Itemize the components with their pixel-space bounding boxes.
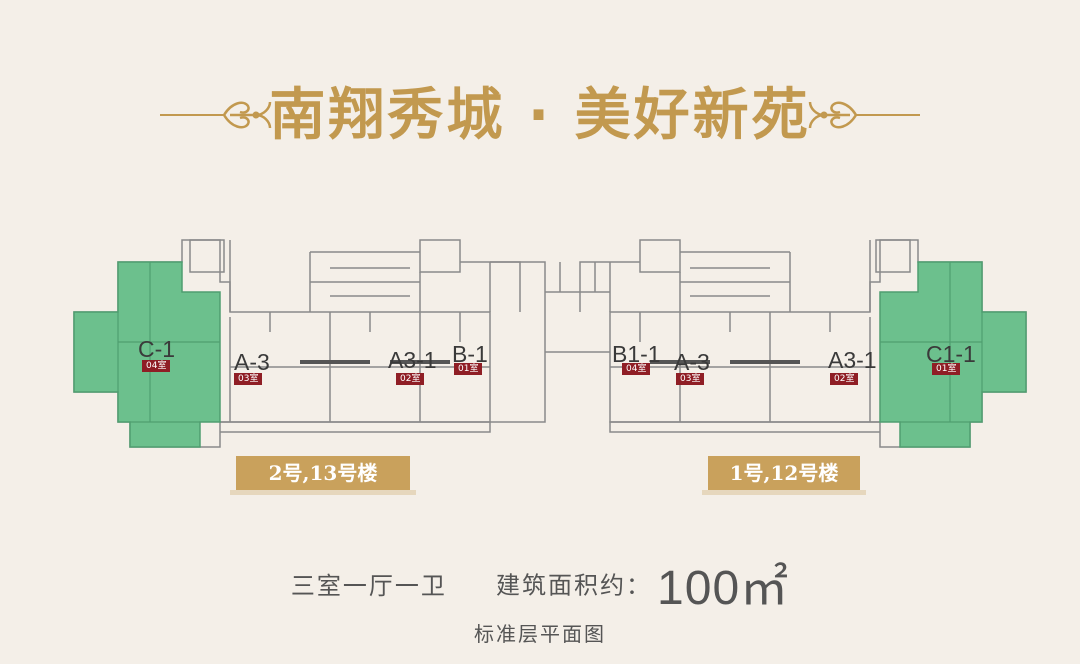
right-ornament-icon [808,101,920,129]
unit-name: A3-1 [828,347,877,373]
room-badge: 03室 [676,373,705,385]
room-badge: 04室 [622,363,651,375]
unit-name: B-1 [452,341,488,367]
unit-name: C-1 [138,336,176,362]
room-badge: 01室 [932,363,961,375]
page-title: 南翔秀城 · 美好新苑 [269,83,811,148]
left-ornament-icon [160,101,272,129]
specs-line: 三室一厅一卫 建筑面积约： 100㎡ [0,548,1080,618]
floor-plan [73,239,1027,448]
room-badge: 01室 [454,363,483,375]
layout-text: 三室一厅一卫 [290,571,447,600]
room-badge: 02室 [396,373,425,385]
room-badge: 02室 [830,373,859,385]
unit-name: A-3 [674,349,710,375]
unit-name: B1-1 [612,341,661,367]
unit-name: C1-1 [926,341,976,367]
unit-name: A3-1 [388,347,437,373]
room-badge: 04室 [142,360,171,372]
building-banner-left: 2号,13号楼 [230,456,416,495]
building-banner-right: 1号,12号楼 [702,456,866,495]
room-badge: 03室 [234,373,263,385]
area-label: 建筑面积约： [495,571,652,600]
area-value: 100㎡ [657,562,790,615]
unit-name: A-3 [234,349,270,375]
plan-caption: 标准层平面图 [474,622,606,646]
